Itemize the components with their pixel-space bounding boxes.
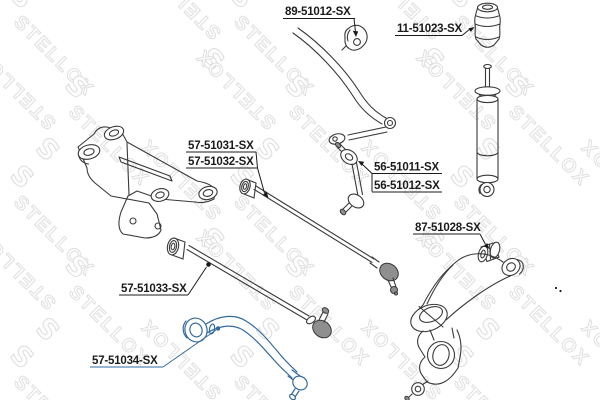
watermark-instance (268, 248, 392, 372)
stabilizer-link-drawing (334, 141, 365, 216)
label-lateral-arm-highlighted[interactable]: 57-51034-SX (92, 355, 158, 367)
upper-track-rod-drawing (239, 178, 399, 296)
stabilizer-bushing-drawing (341, 24, 368, 51)
lower-track-rod-drawing (166, 237, 332, 339)
label-stabilizer-bushing[interactable]: 89-51012-SX (285, 6, 351, 18)
stabilizer-bar-drawing (292, 27, 397, 145)
label-track-rod-upper-2[interactable]: 57-51032-SX (188, 156, 254, 168)
label-track-rod-upper-1[interactable]: 57-51031-SX (188, 140, 254, 152)
label-track-rod-lower[interactable]: 57-51033-SX (121, 283, 187, 295)
subframe-crossmember-drawing (77, 125, 218, 239)
label-control-arm-bushing[interactable]: 87-51028-SX (415, 222, 481, 234)
label-stabilizer-link-2[interactable]: 56-51012-SX (374, 180, 440, 192)
label-stabilizer-link-1[interactable]: 56-51011-SX (374, 162, 440, 174)
shock-absorber-drawing (474, 63, 501, 198)
label-bump-stop[interactable]: 11-51023-SX (397, 23, 463, 35)
leader-line-highlighted (162, 329, 217, 368)
control-arm-bushing-drawing (477, 241, 501, 263)
bump-stop-drawing (474, 2, 501, 48)
watermark-instance (48, 248, 172, 372)
watermark-instance (488, 68, 600, 192)
watermark-instance (0, 338, 117, 400)
leader-dot-highlighted (215, 326, 221, 331)
part-labels: 89-51012-SX 11-51023-SX 57-51031-SX 57-5… (90, 6, 481, 368)
watermark-instance (558, 0, 600, 77)
